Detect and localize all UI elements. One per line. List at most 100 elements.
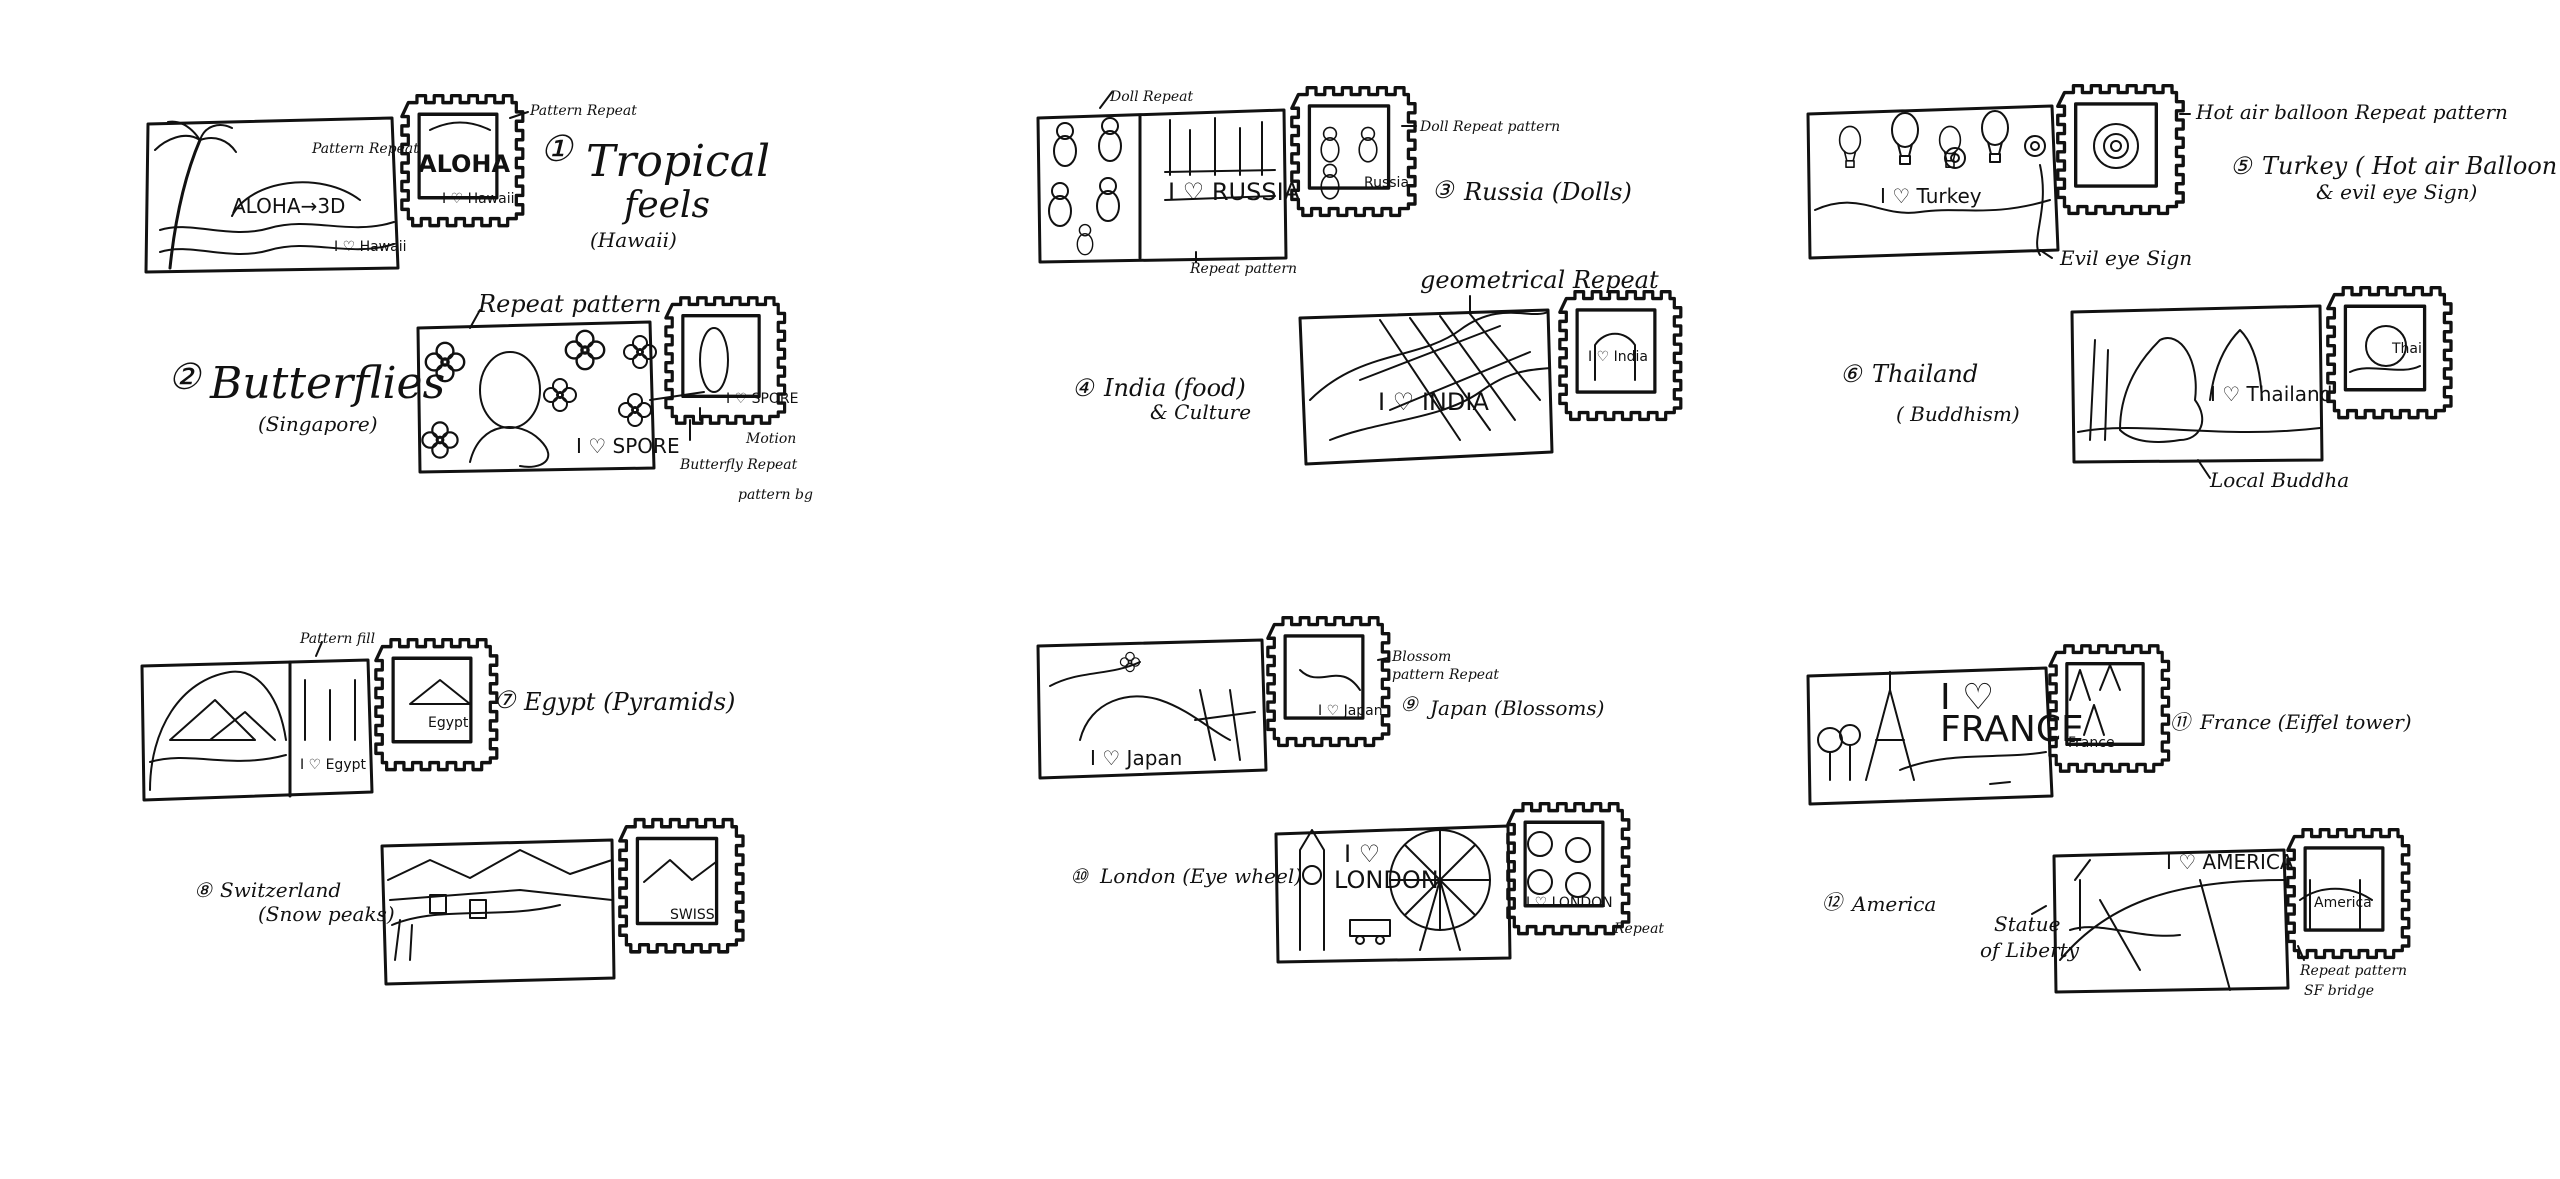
annotation-arrows	[315, 91, 2305, 961]
sketch-1-card-text: ALOHA→3D	[232, 194, 346, 218]
sketch-3-card	[1036, 108, 1288, 264]
sketch-9-stamp	[1266, 616, 1391, 748]
sketch-8-stamp	[618, 817, 745, 954]
sketch-12-title: America	[1852, 892, 1937, 916]
sketch-1-stamp	[400, 93, 525, 228]
sketch-9-card-text: I ♡ Japan	[1090, 746, 1183, 770]
sketch-12-card-text: I ♡ AMERICA	[2166, 850, 2294, 874]
sketch-11-card	[1806, 666, 2054, 806]
sketch-6-subtitle: ( Buddhism)	[1896, 402, 2020, 426]
sketch-5-number: ⑤	[2230, 152, 2252, 180]
sketch-1-title-line2: feels	[624, 185, 710, 226]
sketch-12-card-note-2: of Liberty	[1980, 938, 2080, 962]
sketch-2-title: Butterflies	[210, 358, 446, 409]
sketch-2-card-note: Repeat pattern	[478, 290, 662, 318]
sketch-3-number: ③	[1432, 176, 1454, 204]
sketch-9-title: Japan (Blossoms)	[1430, 696, 1605, 720]
sketch-10-card-text-2: LONDON	[1334, 866, 1439, 894]
sketch-12-stamp-note-2: SF bridge	[2304, 983, 2375, 999]
sketch-8-stamp-text: SWISS	[670, 907, 715, 923]
sketch-2-stamp	[649, 296, 787, 425]
sketch-1-title: Tropical	[586, 136, 771, 187]
sketch-1-subtitle: (Hawaii)	[590, 228, 677, 252]
sketch-1-card	[144, 116, 400, 274]
sketch-3-stamp-note: Doll Repeat pattern	[1420, 119, 1561, 135]
sketch-7-stamp-text: Egypt	[428, 715, 469, 731]
sketch-5-card-note: Evil eye Sign	[2060, 246, 2193, 270]
sketch-1-stamp-note: Pattern Repeat	[530, 103, 637, 119]
sketch-12-stamp-note-1: Repeat pattern	[2300, 963, 2408, 979]
sketch-7-title: Egypt (Pyramids)	[524, 688, 736, 716]
sketch-4-stamp	[1558, 290, 1683, 422]
sketch-12-card-note-1: Statue	[1994, 912, 2061, 936]
sketch-11-stamp	[2048, 644, 2171, 773]
sketch-8-title: Switzerland	[220, 878, 342, 902]
sketch-3-stamp	[1290, 86, 1417, 218]
sketch-5-title-line2: & evil eye Sign)	[2316, 180, 2478, 204]
sketch-7-stamp	[374, 637, 499, 772]
sketch-4-title: India (food)	[1104, 374, 1246, 402]
sketch-4-title-line2: & Culture	[1150, 400, 1252, 424]
sketch-8-number: ⑧	[194, 878, 212, 902]
sketch-9-stamp-text: I ♡ Japan	[1318, 703, 1383, 719]
sketch-3-card-note-2: Repeat pattern	[1190, 261, 1298, 277]
sketch-2-stamp-text: I ♡ SPORE	[726, 391, 799, 407]
sketch-12-number: ⑫	[1822, 890, 1842, 914]
sketch-12-stamp-text: America	[2314, 895, 2372, 911]
sketch-9-card	[1036, 638, 1268, 780]
sketch-5-stamp-note: Hot air balloon Repeat pattern	[2196, 100, 2508, 124]
sketch-7-number: ⑦	[494, 686, 516, 714]
sketch-3-card-text: I ♡ RUSSIA	[1168, 178, 1301, 206]
sketch-3-stamp-text: Russia	[1364, 175, 1410, 191]
sketch-8-subtitle: (Snow peaks)	[258, 902, 395, 926]
sketch-11-title: France (Eiffel tower)	[2200, 710, 2412, 734]
sketch-12-card	[2052, 848, 2290, 994]
sketch-9-number: ⑨	[1400, 692, 1418, 716]
sketch-11-number: ⑪	[2170, 710, 2190, 734]
sketch-7-card-note: Pattern fill	[300, 631, 376, 647]
sketch-7-card	[140, 658, 374, 802]
sketch-10-stamp-note: Repeat	[1614, 921, 1665, 937]
sketch-10-title: London (Eye wheel)	[1100, 864, 1303, 888]
sketch-1-number: ①	[540, 129, 573, 170]
sketch-6-number: ⑥	[1840, 360, 1862, 388]
sketch-10-card	[1274, 824, 1512, 964]
sketch-2-card	[416, 320, 657, 474]
sketch-5-card-text: I ♡ Turkey	[1880, 184, 1982, 208]
sketch-9-stamp-note-2: pattern Repeat	[1392, 667, 1500, 683]
sketch-1-card-note: Pattern Repeat	[312, 141, 419, 157]
sketch-1-stamp-text: ALOHA	[418, 150, 511, 178]
sketch-6-card	[2070, 304, 2324, 464]
sketch-7-card-text: I ♡ Egypt	[300, 757, 366, 773]
sketch-6-stamp	[2326, 285, 2453, 420]
sketch-2-number: ②	[168, 357, 201, 398]
sketch-11-stamp-text: France	[2068, 735, 2115, 751]
sketch-2-stamp-note-motion: Motion	[746, 431, 797, 447]
sketch-4-card	[1298, 308, 1554, 466]
sketch-10-card-text-1: I ♡	[1344, 840, 1381, 868]
sketch-1-stamp-sub: I ♡ Hawaii	[442, 191, 515, 207]
sketch-3-card-note: Doll Repeat	[1110, 89, 1194, 105]
sketch-4-stamp-text: I ♡ India	[1588, 349, 1648, 365]
sketch-4-number: ④	[1072, 374, 1094, 402]
sketch-12-stamp	[2286, 828, 2411, 960]
sketch-6-card-text: I ♡ Thailand	[2210, 382, 2333, 406]
sketch-4-card-note: geometrical Repeat	[1420, 266, 1659, 294]
sketch-5-stamp	[2056, 84, 2185, 216]
sketch-10-stamp	[1506, 801, 1631, 936]
sketch-8-card	[380, 838, 616, 986]
sketch-10-stamp-text: I ♡ LONDON	[1526, 895, 1613, 911]
sketch-11-card-text-2: FRANCE	[1940, 709, 2084, 750]
sketch-3-title: Russia (Dolls)	[1464, 178, 1632, 206]
sketch-9-stamp-note-1: Blossom	[1392, 649, 1452, 665]
sketch-2-stamp-note-repeat: Butterfly Repeat	[680, 457, 798, 473]
sketch-6-card-note: Local Buddha	[2210, 468, 2350, 492]
sketch-11-card-text-1: I ♡	[1940, 677, 1995, 718]
sketch-2-card-text: I ♡ SPORE	[576, 434, 680, 458]
sketch-4-card-text: I ♡ INDIA	[1378, 388, 1489, 416]
sketch-6-title: Thailand	[1872, 360, 1979, 388]
sketch-10-number: ⑩	[1070, 864, 1088, 888]
sketch-2-subtitle: (Singapore)	[258, 412, 378, 436]
sketch-5-card	[1806, 104, 2060, 260]
